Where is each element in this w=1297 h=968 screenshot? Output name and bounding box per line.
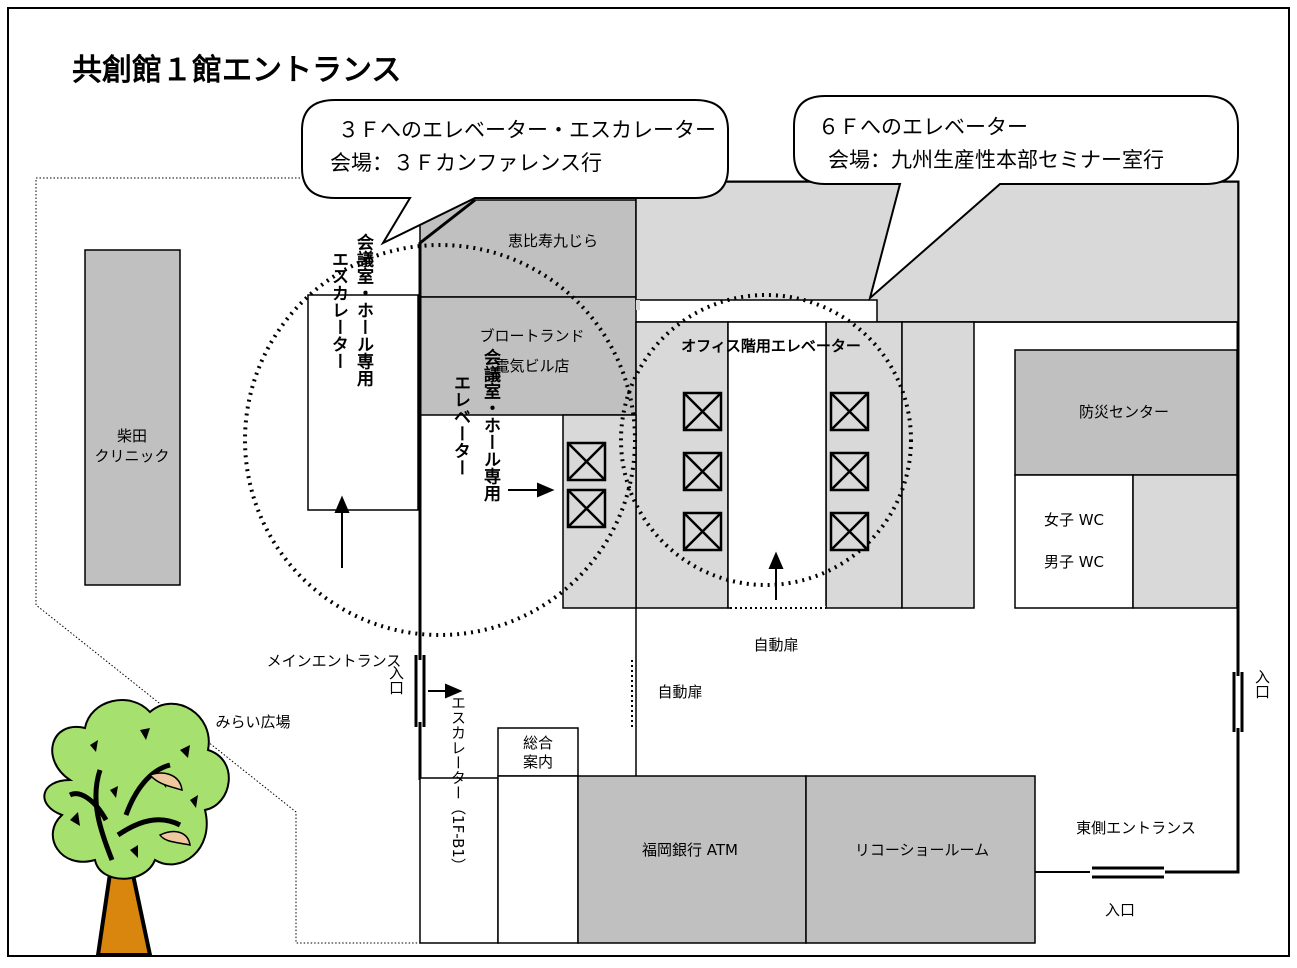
info-label-1: 総合 (523, 734, 553, 752)
right-entrance-iriguchi: 入口 (1253, 669, 1271, 699)
callout-right-line1: ６Ｆへのエレベーター (818, 115, 1028, 139)
wc-women-label: 女子 WC (1044, 511, 1104, 529)
escalator-1fb1 (419, 777, 499, 944)
tree-icon (43, 699, 230, 957)
plaza-label: みらい広場 (215, 713, 290, 731)
main-entrance-iriguchi: 入口 (387, 665, 405, 695)
page-border (7, 7, 1290, 957)
fukuoka-atm (577, 775, 807, 944)
shibata-label-1: 柴田 (117, 427, 147, 445)
callout-left-line1: ３Ｆへのエレベーター・エスカレーター (338, 118, 716, 142)
callout-left: ３Ｆへのエレベーター・エスカレーター 会場：３Ｆカンファレンス行 (301, 99, 729, 246)
callout-right-line2: 会場：九州生産性本部セミナー室行 (828, 148, 1164, 172)
meeting-elevator-label: 会議室・ホール専用 エレベーター (450, 347, 501, 502)
ricoh-label: リコーショールーム (855, 841, 989, 859)
callout-right: ６Ｆへのエレベーター 会場：九州生産性本部セミナー室行 (793, 95, 1239, 301)
shibata-label-2: クリニック (94, 447, 169, 465)
atm-label: 福岡銀行 ATM (642, 841, 738, 859)
elev-label-col1: 会議室・ホール専用 (480, 347, 501, 502)
elev-label-col2: エレベーター (450, 374, 471, 476)
office-elevator-bank-right (825, 321, 903, 609)
wc-box (1014, 474, 1134, 609)
auto-door-label-2: 自動扉 (657, 683, 702, 701)
main-entrance-label: メインエントランス (267, 652, 402, 670)
arrows (334, 482, 784, 699)
esc-label-col2: エスカレーター (328, 251, 348, 370)
office-elevator-label: オフィス階用エレベーター (681, 337, 861, 355)
callout-left-line2: 会場：３Ｆカンファレンス行 (330, 151, 602, 175)
bousai-center (1014, 349, 1238, 476)
wc-side (1132, 474, 1238, 609)
meeting-escalator-label: 会議室・ホール専用 エスカレーター (328, 232, 374, 387)
escalator-box (307, 294, 419, 511)
wall-left (418, 198, 476, 780)
elevator-cars (566, 391, 870, 552)
ricoh-showroom (805, 775, 1036, 944)
wc-men-label: 男子 WC (1044, 553, 1104, 571)
esc-label-col1: 会議室・ホール専用 (353, 232, 374, 387)
broadland-label-1: ブロートランド (479, 327, 584, 345)
ebisu-label: 恵比寿九じら (508, 232, 598, 250)
office-elevator-bank-left (635, 321, 729, 609)
office-side-room (901, 321, 975, 609)
east-entrance-iriguchi: 入口 (1105, 901, 1135, 919)
escalator-1fb1-label: エスカレーター（1F-B1） (449, 695, 467, 873)
highlight-circle-right (619, 293, 913, 587)
bousai-label: 防災センター (1079, 403, 1169, 421)
east-entrance-label: 東側エントランス (1076, 819, 1196, 837)
info-label-2: 案内 (523, 753, 553, 771)
shibata-clinic (84, 249, 181, 586)
highlight-circle-left (243, 243, 637, 637)
page-title: 共創館１館エントランス (72, 53, 401, 88)
broadland-label-2: 電気ビル店 (494, 357, 569, 375)
auto-door-label-1: 自動扉 (753, 636, 798, 654)
